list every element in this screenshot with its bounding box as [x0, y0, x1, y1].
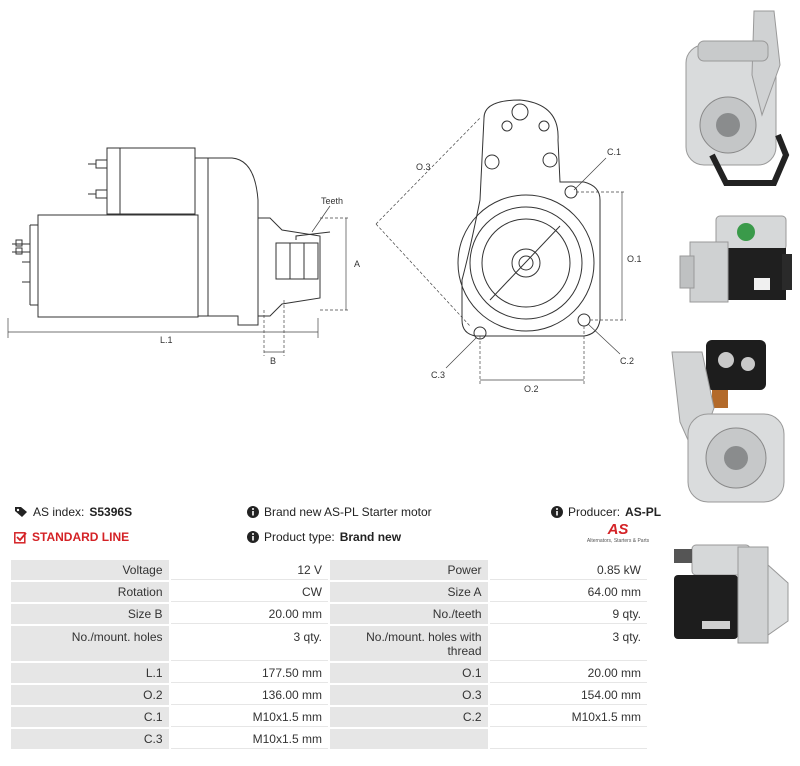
spec-value: 64.00 mm	[489, 582, 647, 602]
product-type-value: Brand new	[339, 530, 402, 544]
table-row: C.3 M10x1.5 mm	[11, 729, 647, 749]
label-b: B	[270, 356, 276, 366]
spec-label: C.3	[11, 729, 169, 749]
label-o3: O.3	[416, 162, 431, 172]
label-o1: O.1	[627, 254, 642, 264]
spec-value: CW	[170, 582, 328, 602]
table-row: Size B 20.00 mm No./teeth 9 qty.	[11, 604, 647, 624]
logo-subtext: Alternators, Starters & Parts	[586, 538, 650, 544]
spec-label: No./teeth	[330, 604, 488, 624]
spec-label: No./mount. holes with thread	[330, 626, 488, 661]
label-c3: C.3	[431, 370, 445, 380]
label-teeth: Teeth	[321, 196, 343, 206]
producer-value: AS-PL	[625, 505, 662, 519]
spec-label: Rotation	[11, 582, 169, 602]
spec-label: C.2	[330, 707, 488, 727]
label-o2: O.2	[524, 384, 539, 394]
starter-profile-photo[interactable]	[662, 525, 798, 675]
spec-value: 12 V	[170, 560, 328, 580]
product-info-bar: AS index: S5396S Brand new AS-PL Starter…	[14, 505, 661, 550]
standard-line: STANDARD LINE	[14, 530, 129, 544]
as-index: AS index: S5396S	[14, 505, 132, 519]
side-view-dimensions	[7, 205, 350, 356]
table-row: Rotation CW Size A 64.00 mm	[11, 582, 647, 602]
spec-value	[489, 729, 647, 749]
standard-line-text: STANDARD LINE	[32, 530, 130, 544]
spec-value: 154.00 mm	[489, 685, 647, 705]
spec-value: 3 qty.	[489, 626, 647, 661]
label-c1: C.1	[607, 147, 621, 157]
starter-front-photo[interactable]	[662, 5, 798, 190]
spec-label: C.1	[11, 707, 169, 727]
info-icon	[247, 531, 259, 543]
as-logo: AS Alternators, Starters & Parts	[586, 522, 650, 550]
producer-label: Producer:	[568, 505, 621, 519]
spec-label: O.1	[330, 663, 488, 683]
table-row: Voltage 12 V Power 0.85 kW	[11, 560, 647, 580]
spec-label: L.1	[11, 663, 169, 683]
spec-value: M10x1.5 mm	[170, 707, 328, 727]
side-view-drawing	[12, 147, 331, 326]
label-a: A	[354, 259, 360, 269]
spec-label: No./mount. holes	[11, 626, 169, 661]
table-row: No./mount. holes 3 qty. No./mount. holes…	[11, 626, 647, 661]
front-view-dimensions	[375, 117, 626, 384]
checkbox-icon	[14, 531, 27, 544]
spec-label: Voltage	[11, 560, 169, 580]
product-photos	[660, 0, 800, 680]
spec-label: Size A	[330, 582, 488, 602]
spec-label: Power	[330, 560, 488, 580]
info-icon	[247, 506, 259, 518]
description-text: Brand new AS-PL Starter motor	[264, 505, 432, 519]
description: Brand new AS-PL Starter motor	[247, 505, 432, 519]
spec-value: 9 qty.	[489, 604, 647, 624]
front-view-drawing	[457, 99, 601, 340]
spec-value: 0.85 kW	[489, 560, 647, 580]
logo-text: AS	[607, 521, 629, 538]
label-l1: L.1	[160, 335, 173, 345]
starter-side-photo[interactable]	[662, 198, 798, 333]
info-icon	[551, 506, 563, 518]
spec-label: O.3	[330, 685, 488, 705]
table-row: L.1 177.50 mm O.1 20.00 mm	[11, 663, 647, 683]
spec-value: M10x1.5 mm	[489, 707, 647, 727]
specs-table: Voltage 12 V Power 0.85 kW Rotation CW S…	[9, 558, 649, 751]
spec-value: 177.50 mm	[170, 663, 328, 683]
table-row: O.2 136.00 mm O.3 154.00 mm	[11, 685, 647, 705]
spec-value: 20.00 mm	[170, 604, 328, 624]
spec-value: 3 qty.	[170, 626, 328, 661]
product-type-label: Product type:	[264, 530, 335, 544]
starter-angle-photo[interactable]	[662, 338, 798, 510]
spec-label: O.2	[11, 685, 169, 705]
technical-drawing: Teeth A B L.1 O.3 C.1 O.1 C.2 C.3 O.2	[7, 99, 642, 394]
spec-value: 136.00 mm	[170, 685, 328, 705]
as-index-value: S5396S	[89, 505, 133, 519]
producer: Producer: AS-PL	[551, 505, 661, 519]
table-row: C.1 M10x1.5 mm C.2 M10x1.5 mm	[11, 707, 647, 727]
as-index-label: AS index:	[33, 505, 85, 519]
tag-icon	[14, 506, 28, 518]
label-c2: C.2	[620, 356, 634, 366]
spec-value: M10x1.5 mm	[170, 729, 328, 749]
spec-label: Size B	[11, 604, 169, 624]
spec-value: 20.00 mm	[489, 663, 647, 683]
spec-label	[330, 729, 488, 749]
product-type: Product type: Brand new	[247, 530, 401, 544]
